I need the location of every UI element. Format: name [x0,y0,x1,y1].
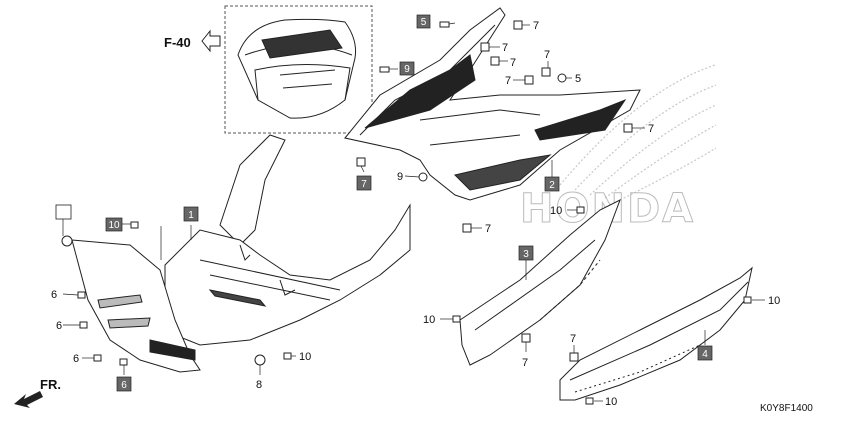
fastener-clip-icon [61,235,73,247]
fastener-screw-icon [439,21,450,28]
callout-7: 7 [510,57,516,69]
fastener-screw-icon [77,291,86,299]
fastener-nut-icon [524,75,534,85]
svg-text:3: 3 [523,249,529,260]
callout-7: 7 [485,223,491,235]
fastener-screw-icon [743,296,752,304]
fastener-screw-icon [79,321,88,329]
svg-text:1: 1 [188,210,194,221]
storage-bin [237,18,356,119]
fastener-screw-icon [283,352,292,360]
lower-right-cover [559,266,753,401]
fastener-nut-icon [623,123,633,133]
svg-text:2: 2 [549,180,555,191]
callout-7: 7 [570,333,576,345]
honda-wing-watermark [559,64,717,201]
leader-lines [62,22,765,402]
fastener-nut-icon [480,42,490,52]
part-box-5: 5 [416,14,431,29]
left-side-cover [71,239,201,373]
callout-7: 7 [648,123,654,135]
fastener-screw-icon [585,397,594,405]
callout-6: 6 [56,320,62,332]
fastener-nut-icon [521,333,531,343]
callout-7: 7 [533,20,539,32]
svg-text:10: 10 [108,220,120,231]
fastener-nut-icon [541,67,551,77]
fastener-nut-icon [569,352,579,362]
part-box-1: 1 [183,206,199,222]
part-box-4: 4 [697,345,713,361]
svg-text:9: 9 [404,64,410,75]
fastener-clip-icon [254,354,266,366]
callout-7: 7 [522,357,528,369]
fastener-nut-icon [490,56,500,66]
svg-text:7: 7 [361,179,367,190]
part-box-3: 3 [518,245,534,261]
fastener-screw-icon [93,354,102,362]
drawing-code: K0Y8F1400 [760,403,813,414]
callout-10: 10 [423,314,435,326]
callout-7: 7 [502,42,508,54]
callout-10: 10 [768,295,780,307]
reference-arrow-icon [201,29,221,53]
callout-9: 9 [397,171,403,183]
fastener-screw-icon [379,66,390,73]
upper-body-cover [344,7,641,201]
right-side-cover [459,198,621,366]
fastener-screw-icon [576,206,585,214]
reference-text: F-40 [164,35,191,50]
fastener-nut-icon [462,223,472,233]
fastener-nut-icon [356,157,366,167]
part-box-2: 2 [544,176,560,192]
floor-frame [164,134,411,346]
front-direction-arrow-icon: FR. [14,377,61,408]
callout-10: 10 [605,396,617,408]
svg-text:4: 4 [702,349,708,360]
callout-10: 10 [299,351,311,363]
fastener-screw-icon [452,315,461,323]
svg-text:FR.: FR. [40,377,61,392]
callout-10: 10 [550,205,562,217]
part-box-6: 6 [116,376,132,392]
part-box-9: 9 [399,61,415,76]
callout-6: 6 [51,289,57,301]
callout-8: 8 [256,379,262,391]
callout-6: 6 [73,353,79,365]
part-box-10: 10 [105,217,123,232]
svg-text:5: 5 [421,17,427,28]
callout-7: 7 [544,49,550,61]
fastener-screw-icon [119,358,128,366]
fastener-nut-icon [513,20,523,30]
part-box-blank [55,204,72,220]
callout-7: 7 [505,75,511,87]
callout-5: 5 [575,73,581,85]
fastener-clip-icon [557,73,567,83]
fastener-screw-icon [130,221,139,229]
svg-text:6: 6 [121,380,127,391]
inset-frame [224,5,373,134]
part-box-7: 7 [356,175,372,191]
fastener-clip-icon [418,172,428,182]
